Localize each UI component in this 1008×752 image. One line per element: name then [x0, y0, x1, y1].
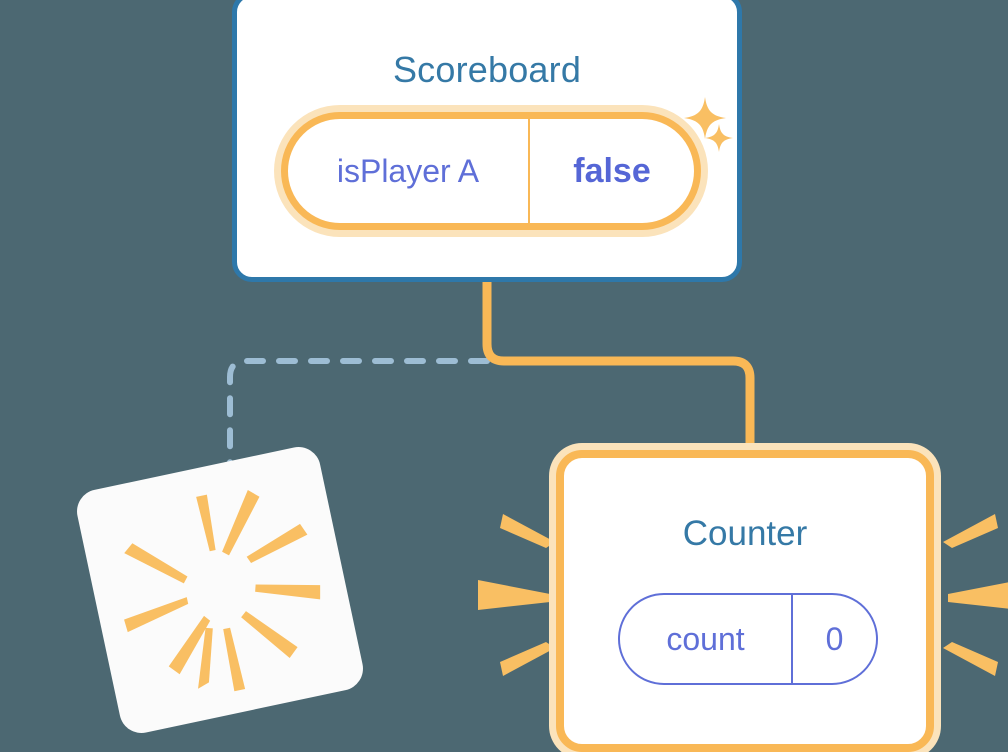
blank-card[interactable]	[72, 442, 368, 738]
blank-card-burst	[124, 490, 321, 692]
burst-ray	[124, 543, 188, 584]
burst-ray	[500, 642, 555, 676]
scoreboard-state-key-cell: isPlayer A	[288, 119, 530, 223]
scoreboard-state-value: false	[573, 151, 651, 190]
burst-ray	[943, 642, 998, 676]
counter-burst-left	[478, 514, 555, 676]
burst-ray	[222, 490, 260, 556]
burst-ray	[246, 523, 308, 563]
burst-ray	[478, 580, 550, 610]
burst-ray	[255, 584, 321, 600]
counter-state-value: 0	[825, 620, 844, 657]
burst-ray	[198, 627, 213, 689]
burst-ray	[943, 514, 998, 548]
burst-ray	[196, 494, 216, 552]
burst-ray	[124, 597, 189, 633]
burst-ray	[168, 615, 211, 675]
scoreboard-title: Scoreboard	[392, 49, 582, 90]
scoreboard-card[interactable]: Scoreboard isPlayer A false	[232, 0, 742, 282]
burst-ray	[948, 582, 1008, 609]
scoreboard-state-key: isPlayer A	[336, 152, 480, 189]
counter-state-key-cell: count	[620, 595, 793, 683]
scoreboard-to-blank-card-connector	[227, 358, 490, 473]
counter-state-pill[interactable]: count 0	[618, 593, 878, 685]
counter-state-key: count	[666, 620, 745, 657]
counter-title: Counter	[682, 514, 808, 553]
burst-ray	[500, 514, 555, 548]
counter-state-value-cell: 0	[793, 595, 876, 683]
burst-ray	[223, 627, 246, 692]
burst-ray	[241, 611, 298, 659]
scoreboard-state-value-cell: false	[530, 119, 694, 223]
sparkle-large-icon	[681, 94, 729, 142]
counter-card[interactable]: Counter count 0	[556, 450, 934, 752]
sparkle-small-icon	[703, 122, 735, 154]
counter-burst-right	[943, 514, 1008, 676]
scoreboard-state-pill[interactable]: isPlayer A false	[281, 112, 701, 230]
scoreboard-to-counter-connector	[482, 280, 755, 455]
